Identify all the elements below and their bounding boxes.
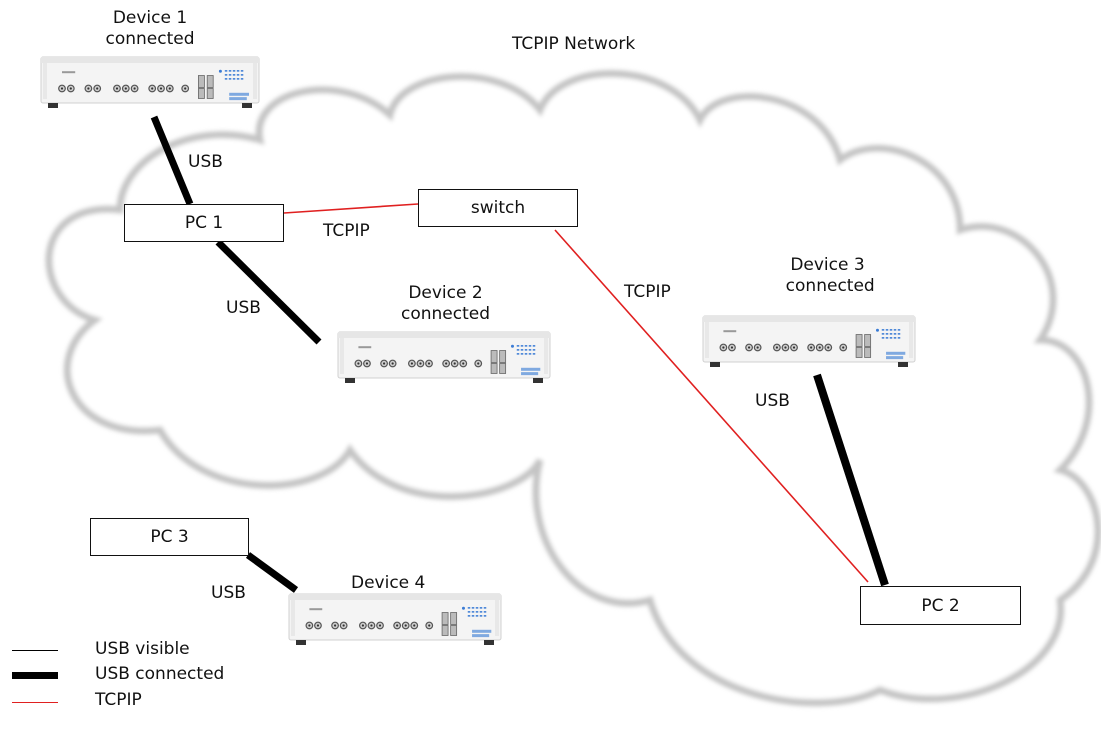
device2-image [337, 330, 551, 388]
device3-label: Device 3 connected [785, 255, 875, 297]
usb-link-pc3-device4 [245, 552, 299, 593]
device-illustration [702, 315, 916, 367]
usb-label-device3: USB [755, 391, 790, 411]
tcpip-link-switch-pc2 [554, 229, 869, 583]
switch-box: switch [418, 189, 578, 227]
device-illustration [40, 56, 260, 108]
usb-link-pc1-device2 [215, 239, 322, 345]
legend-swatch-usb-connected [12, 672, 58, 679]
pc1-box: PC 1 [124, 204, 284, 242]
usb-link-device3-pc2 [813, 373, 889, 587]
pc3-label: PC 3 [150, 527, 189, 547]
usb-label-device4: USB [211, 583, 246, 603]
device4-image [288, 592, 502, 650]
device3-image [702, 314, 916, 372]
device4-label: Device 4 [351, 573, 426, 593]
legend-label-usb-connected: USB connected [95, 664, 225, 684]
device-illustration [337, 331, 551, 383]
legend-label-tcpip: TCPIP [95, 690, 142, 710]
tcpip-link-pc1-switch [283, 203, 419, 214]
tcpip-label-switch-pc2: TCPIP [624, 282, 671, 302]
usb-label-device1: USB [188, 152, 223, 172]
pc2-box: PC 2 [860, 586, 1021, 625]
pc1-label: PC 1 [184, 213, 224, 233]
switch-label: switch [470, 198, 526, 218]
device2-label: Device 2 connected [400, 283, 491, 325]
legend-label-usb-visible: USB visible [95, 639, 190, 659]
tcpip-label-pc1-switch: TCPIP [323, 221, 370, 241]
legend-swatch-usb-visible [12, 650, 58, 651]
usb-link-device1-pc1 [150, 115, 194, 206]
device1-label: Device 1 connected [105, 8, 195, 50]
device1-image [40, 55, 260, 113]
pc3-box: PC 3 [90, 518, 249, 556]
pc2-label: PC 2 [921, 595, 960, 616]
usb-label-device2: USB [226, 298, 261, 318]
legend-swatch-tcpip [12, 702, 58, 703]
network-label: TCPIP Network [512, 34, 636, 54]
device-illustration [288, 593, 502, 645]
